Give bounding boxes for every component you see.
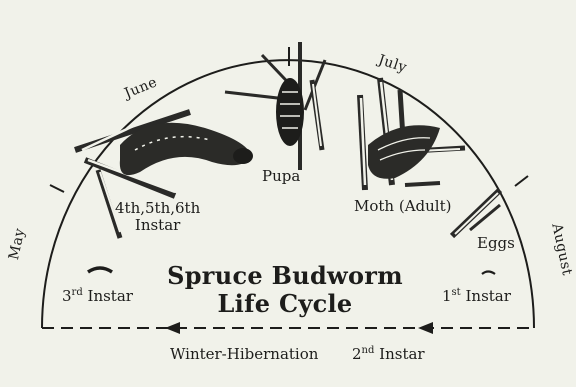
instar-4-6-line1: 4th,5th,6th <box>115 200 200 217</box>
instar-4-6-line2: Instar <box>115 217 200 234</box>
moth-illustration <box>360 78 465 190</box>
title-line2: Life Cycle <box>140 290 430 318</box>
title-line1: Spruce Budworm <box>140 262 430 290</box>
arrow-left-icon <box>165 322 180 334</box>
diagram-title: Spruce Budworm Life Cycle <box>140 262 430 318</box>
instar-1-num: 1 <box>442 287 452 305</box>
instar-1-word: Instar <box>465 287 510 305</box>
arrow-right-icon <box>418 322 433 334</box>
tick-july-aug <box>515 176 528 186</box>
instar-3-word: Instar <box>88 287 133 305</box>
instar-1-sup: st <box>452 287 461 298</box>
label-4th-6th-instar: 4th,5th,6th Instar <box>115 200 200 234</box>
label-eggs: Eggs <box>477 235 515 251</box>
label-pupa: Pupa <box>262 168 300 184</box>
instar-3-num: 3 <box>62 287 72 305</box>
instar-2-num: 2 <box>352 345 362 363</box>
tick-may-june <box>50 185 64 192</box>
label-1st-instar: 1st Instar <box>442 288 511 304</box>
first-instar-larva <box>482 272 495 275</box>
label-winter-hibernation: Winter-Hibernation <box>170 346 318 362</box>
label-3rd-instar: 3rd Instar <box>62 288 133 304</box>
eggs-illustration <box>452 190 500 236</box>
instar-2-sup: nd <box>362 345 375 356</box>
instar-3-sup: rd <box>72 287 83 298</box>
instar-2-word: Instar <box>379 345 424 363</box>
third-instar-larva <box>88 268 112 272</box>
label-2nd-instar: 2nd Instar <box>352 346 425 362</box>
label-moth-adult: Moth (Adult) <box>354 198 451 214</box>
